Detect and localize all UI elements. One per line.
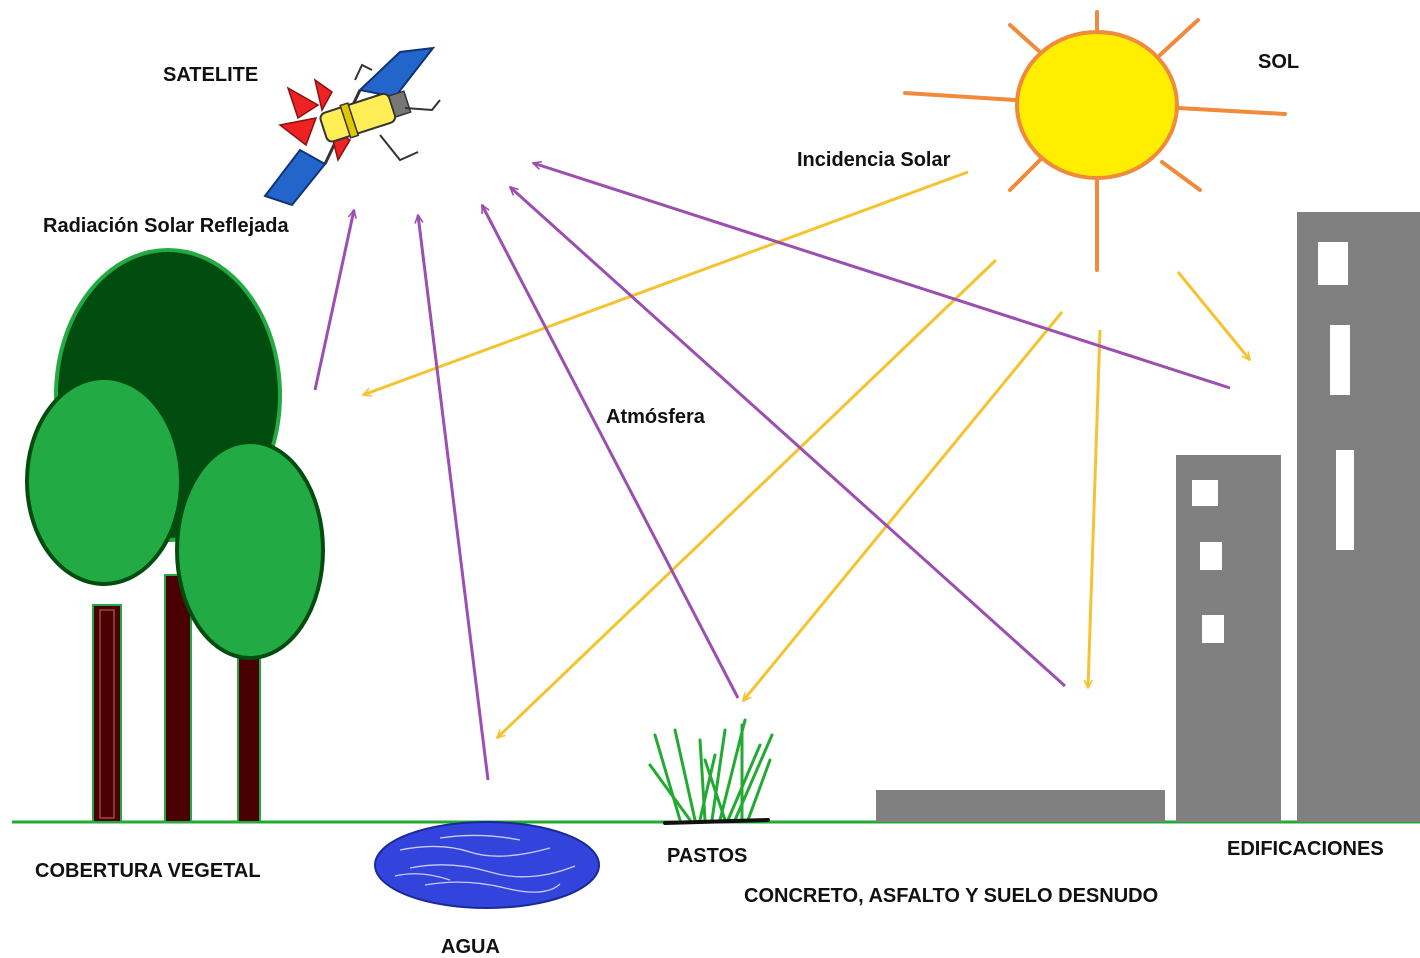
solar-panel-right bbox=[357, 46, 436, 99]
buildings bbox=[876, 212, 1420, 822]
incident-arrows bbox=[363, 170, 1252, 738]
incident-arrow bbox=[497, 258, 998, 738]
tree-trunk bbox=[237, 649, 261, 823]
concrete-slab bbox=[876, 790, 1165, 822]
tree-trunk bbox=[92, 604, 122, 823]
bare-surfaces-label: CONCRETO, ASFALTO Y SUELO DESNUDO bbox=[744, 885, 1159, 907]
sun-icon bbox=[903, 10, 1287, 272]
tree-trunk bbox=[164, 574, 192, 823]
reflected-arrow bbox=[480, 205, 740, 699]
satellite-label: SATELITE bbox=[163, 64, 259, 86]
reflected-arrow bbox=[510, 187, 1067, 688]
light-tree-crown bbox=[175, 440, 325, 660]
tree-group bbox=[25, 248, 325, 823]
solar-panel-left bbox=[263, 148, 327, 207]
sun-rays bbox=[903, 10, 1287, 272]
buildings-label: EDIFICACIONES bbox=[1227, 838, 1384, 860]
satellite-icon bbox=[263, 46, 441, 207]
reflected-arrow bbox=[533, 163, 1231, 390]
vegetation-label: COBERTURA VEGETAL bbox=[35, 860, 261, 882]
water-pond bbox=[374, 821, 600, 909]
reflected-radiation-label: Radiación Solar Reflejada bbox=[43, 215, 289, 237]
sun-label: SOL bbox=[1258, 51, 1300, 73]
incident-arrow bbox=[363, 170, 969, 395]
water-label: AGUA bbox=[441, 936, 500, 958]
building-short bbox=[1176, 455, 1281, 822]
incidence-label: Incidencia Solar bbox=[797, 149, 951, 171]
grass-label: PASTOS bbox=[667, 845, 748, 867]
reflected-arrow bbox=[418, 215, 490, 781]
atmosphere-label: Atmósfera bbox=[606, 406, 705, 428]
reflected-arrow bbox=[313, 210, 354, 391]
incident-arrow bbox=[1176, 271, 1252, 360]
building-tall bbox=[1297, 212, 1420, 822]
reflected-arrows bbox=[313, 163, 1231, 781]
light-tree-crown bbox=[25, 376, 183, 586]
incident-arrow bbox=[741, 311, 1064, 701]
incident-arrow bbox=[1088, 329, 1102, 688]
grass-patch bbox=[648, 718, 774, 825]
